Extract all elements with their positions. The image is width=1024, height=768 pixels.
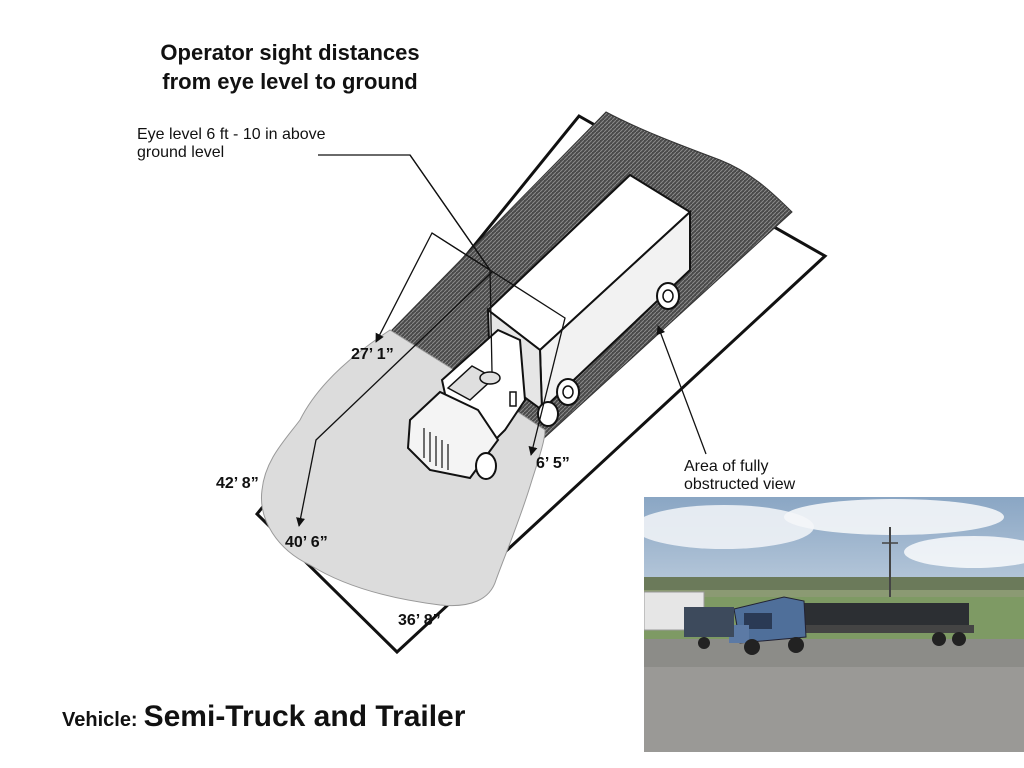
trailer-wheel <box>656 282 680 310</box>
trailer-wheel-hub <box>662 289 674 303</box>
dimension-left-rear: 40’ 6” <box>285 534 328 551</box>
diagram-title: Operator sight distances from eye level … <box>130 38 450 96</box>
sight-line-right <box>431 232 566 456</box>
vehicle-caption: Vehicle:Semi-Truck and Trailer <box>62 700 465 734</box>
obstructed-callout-line-2: obstructed view <box>684 476 796 493</box>
obstructed-arrow <box>656 325 707 455</box>
vehicle-value: Semi-Truck and Trailer <box>143 700 466 733</box>
drive-wheel-hub <box>562 385 574 399</box>
vehicle-label: Vehicle: <box>62 709 138 731</box>
front-wheel <box>475 452 497 480</box>
obstructed-view-callout: Area of fully obstructed view <box>684 458 795 494</box>
dimension-bottom: 36’ 8” <box>398 612 441 629</box>
eye-to-cab-line <box>409 154 491 271</box>
obstructed-callout-line-1: Area of fully <box>684 458 769 475</box>
title-line-1: Operator sight distances <box>160 40 420 65</box>
side-mirror <box>509 391 517 407</box>
eye-level-callout-line-1: Eye level 6 ft - 10 in above <box>137 126 326 143</box>
tractor-grille <box>423 428 449 470</box>
dimension-left-front: 27’ 1” <box>351 346 394 363</box>
eye-level-callout-line-2: ground level <box>137 144 225 161</box>
drive-wheel <box>556 378 580 406</box>
dimension-left-side: 42’ 8” <box>216 475 259 492</box>
sight-line-rear <box>296 271 493 527</box>
dimension-right-front: 6’ 5” <box>536 455 570 472</box>
title-line-2: from eye level to ground <box>162 69 418 94</box>
truck-photo <box>644 497 1024 752</box>
eye-level-callout: Eye level 6 ft - 10 in above ground leve… <box>137 126 326 162</box>
driver-eye-marker <box>479 371 501 385</box>
